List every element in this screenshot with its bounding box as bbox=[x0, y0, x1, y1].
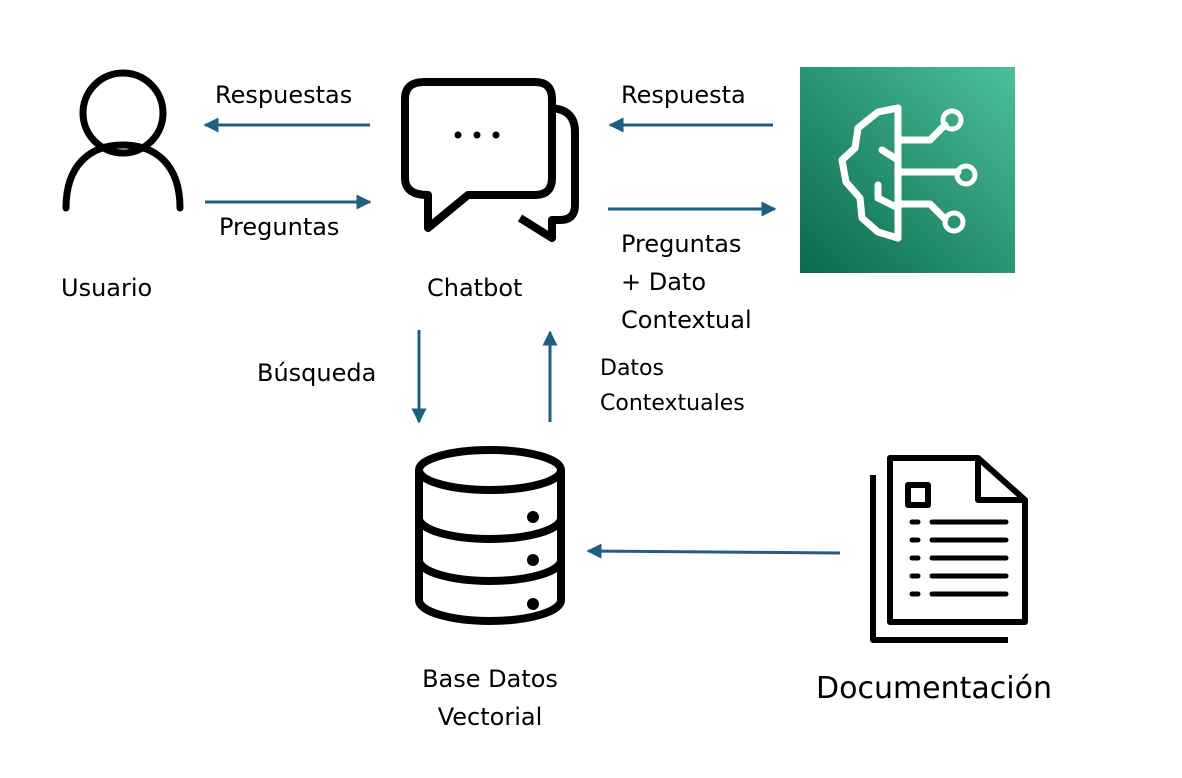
label-busqueda: Búsqueda bbox=[257, 359, 377, 387]
node-label-documentacion: Documentación bbox=[816, 671, 1053, 706]
label-preguntas: Preguntas bbox=[219, 213, 340, 241]
document-icon bbox=[870, 455, 1028, 643]
label-datos-contextuales-1: Datos bbox=[600, 356, 664, 381]
database-icon bbox=[415, 446, 565, 625]
label-datos-contextuales-2: Contextuales bbox=[600, 391, 745, 416]
label-preguntas-contexto-2: + Dato bbox=[621, 268, 707, 296]
label-respuesta: Respuesta bbox=[621, 81, 746, 109]
label-preguntas-contexto-3: Contextual bbox=[621, 306, 752, 334]
label-preguntas-contexto-1: Preguntas bbox=[621, 230, 742, 258]
label-respuestas: Respuestas bbox=[215, 81, 353, 109]
arrow-documentacion bbox=[586, 543, 841, 559]
ai-brain-icon bbox=[800, 67, 1015, 273]
node-label-usuario: Usuario bbox=[61, 274, 153, 302]
node-label-base-datos-2: Vectorial bbox=[437, 703, 543, 731]
chat-bubbles-icon bbox=[401, 78, 579, 242]
node-label-chatbot: Chatbot bbox=[427, 274, 523, 302]
user-icon bbox=[62, 69, 184, 212]
node-label-base-datos-1: Base Datos bbox=[422, 665, 558, 693]
